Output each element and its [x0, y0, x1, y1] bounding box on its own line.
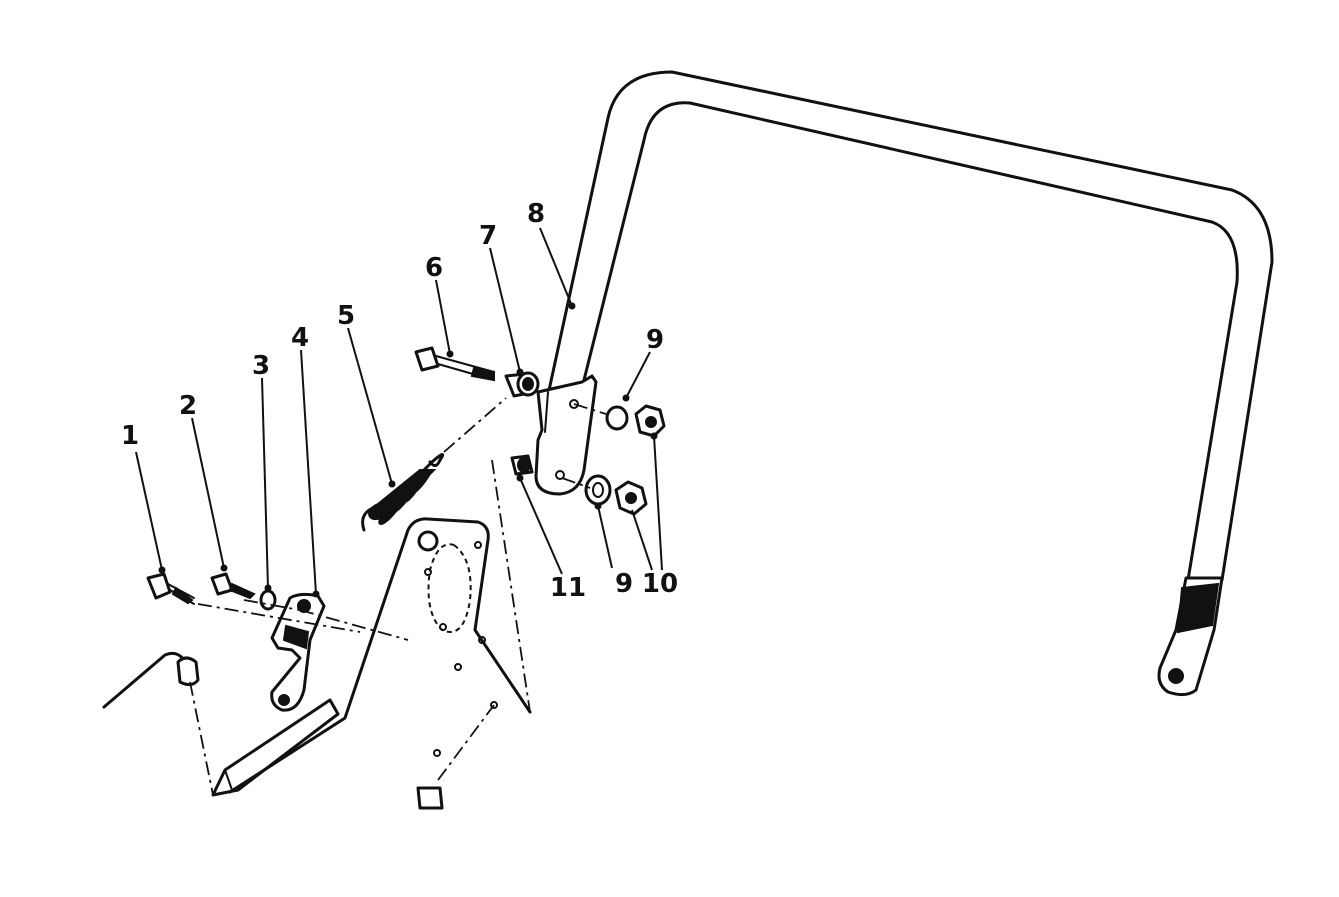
part-1-bolt	[146, 572, 195, 605]
part-2-bolt	[210, 572, 256, 600]
callout-9-lower: 9	[615, 569, 633, 599]
assembly-centerlines	[197, 397, 607, 781]
leader-lines	[135, 227, 663, 598]
callout-6: 6	[425, 253, 443, 283]
part-6-bolt	[414, 346, 495, 382]
callout-labels: 1 2 3 4 5 6 7 8 9 9 10 11	[121, 199, 678, 603]
callout-5: 5	[337, 301, 355, 331]
part-4-lever	[270, 592, 326, 712]
callout-1: 1	[121, 421, 139, 451]
part-11-spacer	[510, 454, 534, 476]
part-9-washer-upper	[605, 405, 629, 431]
callout-4: 4	[291, 323, 309, 353]
handle-frame	[534, 70, 1274, 697]
callout-9-upper: 9	[646, 325, 664, 355]
callout-8: 8	[527, 199, 545, 229]
callout-10: 10	[642, 569, 678, 599]
part-3-washer	[259, 589, 277, 611]
mounting-bracket	[102, 517, 532, 810]
callout-2: 2	[179, 391, 197, 421]
callout-3: 3	[252, 351, 270, 381]
part-9-washer-lower	[584, 474, 612, 506]
callout-7: 7	[479, 221, 497, 251]
part-5-spring	[361, 453, 445, 532]
callout-11: 11	[550, 573, 586, 603]
part-10-nuts	[614, 404, 666, 516]
part-7-spacer	[504, 371, 540, 398]
